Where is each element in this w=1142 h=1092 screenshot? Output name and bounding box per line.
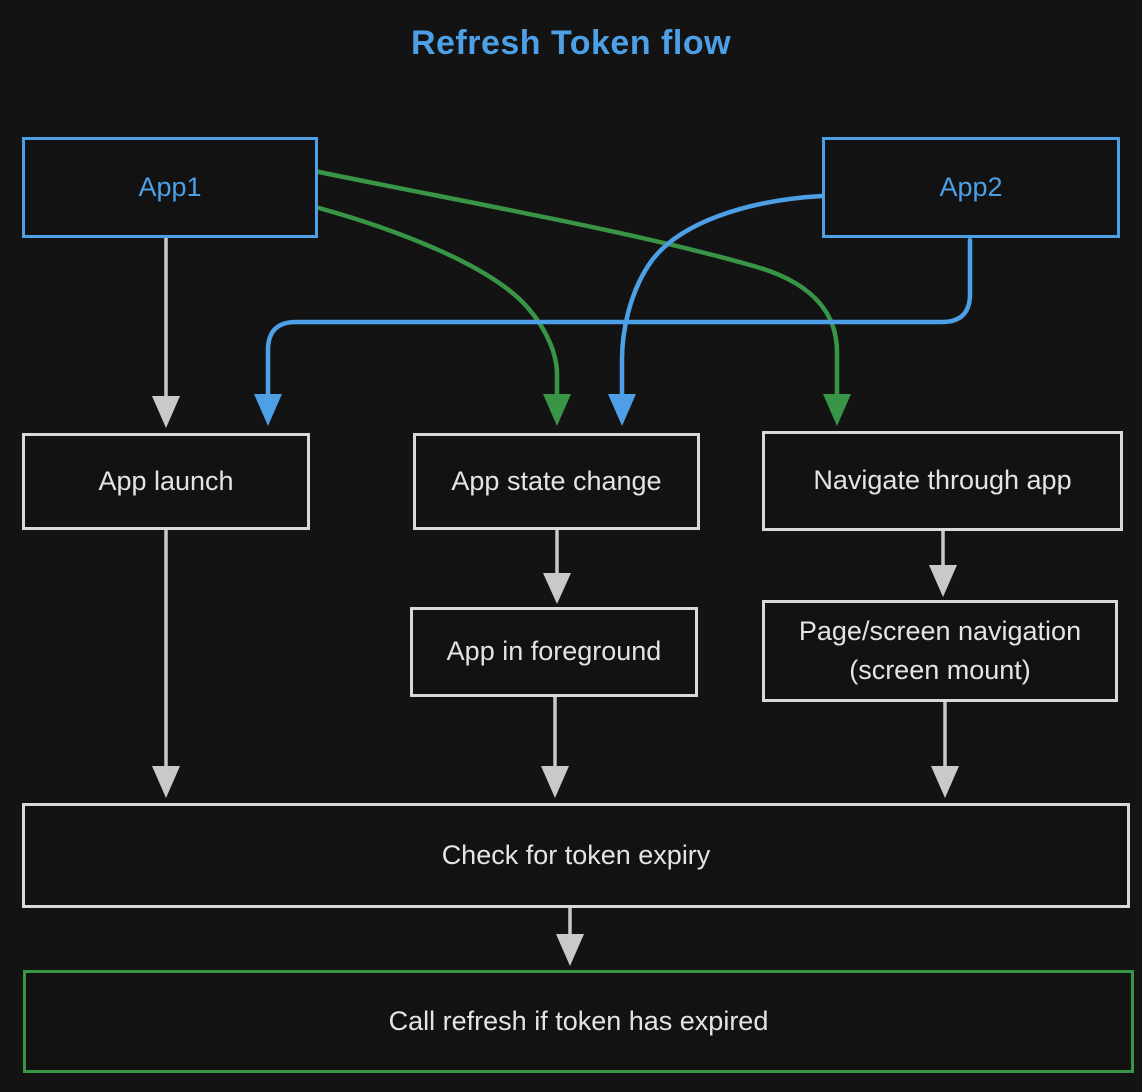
node-app2: App2 xyxy=(822,137,1120,238)
node-call-refresh: Call refresh if token has expired xyxy=(23,970,1134,1073)
edge-app1-to-navigate xyxy=(316,169,840,399)
arrowhead-foreground-to-check xyxy=(541,766,569,798)
node-page-screen-navigation-line1: Page/screen navigation xyxy=(798,615,1082,646)
node-app1: App1 xyxy=(22,137,318,238)
arrowhead-app1-to-app-launch xyxy=(152,396,180,428)
node-app-launch: App launch xyxy=(22,433,310,530)
arrowhead-app2-to-app-launch xyxy=(254,394,282,426)
node-app-launch-label: App launch xyxy=(98,465,234,496)
node-call-refresh-label: Call refresh if token has expired xyxy=(388,1005,769,1036)
arrowhead-app-launch-to-check xyxy=(152,766,180,798)
node-navigate-through-app: Navigate through app xyxy=(762,431,1123,531)
arrowhead-navigate-to-page-screen xyxy=(929,565,957,597)
arrowhead-app2-to-app-state-change xyxy=(608,394,636,426)
edge-app2-to-app-launch xyxy=(265,237,973,399)
node-app-state-change-label: App state change xyxy=(451,465,662,496)
node-app1-label: App1 xyxy=(138,171,202,202)
node-app2-label: App2 xyxy=(939,171,1003,202)
node-page-screen-navigation-line2: (screen mount) xyxy=(849,655,1031,685)
node-app-state-change: App state change xyxy=(413,433,700,530)
node-check-token-expiry-label: Check for token expiry xyxy=(441,839,711,870)
edge-app1-to-app-state-change xyxy=(316,205,560,399)
arrowhead-check-to-call-refresh xyxy=(556,934,584,966)
edge-app2-to-app-state-change xyxy=(619,193,825,399)
arrowhead-app1-to-navigate xyxy=(823,394,851,426)
node-check-token-expiry: Check for token expiry xyxy=(22,803,1130,908)
node-app-in-foreground: App in foreground xyxy=(410,607,698,697)
arrowhead-page-screen-to-check xyxy=(931,766,959,798)
node-page-screen-navigation: Page/screen navigation (screen mount) xyxy=(762,600,1118,702)
arrowhead-app1-to-app-state-change xyxy=(543,394,571,426)
node-app-in-foreground-label: App in foreground xyxy=(446,636,662,667)
diagram-title: Refresh Token flow xyxy=(410,24,732,62)
arrowhead-app-state-change-to-foreground xyxy=(543,573,571,604)
node-navigate-through-app-label: Navigate through app xyxy=(813,465,1072,496)
